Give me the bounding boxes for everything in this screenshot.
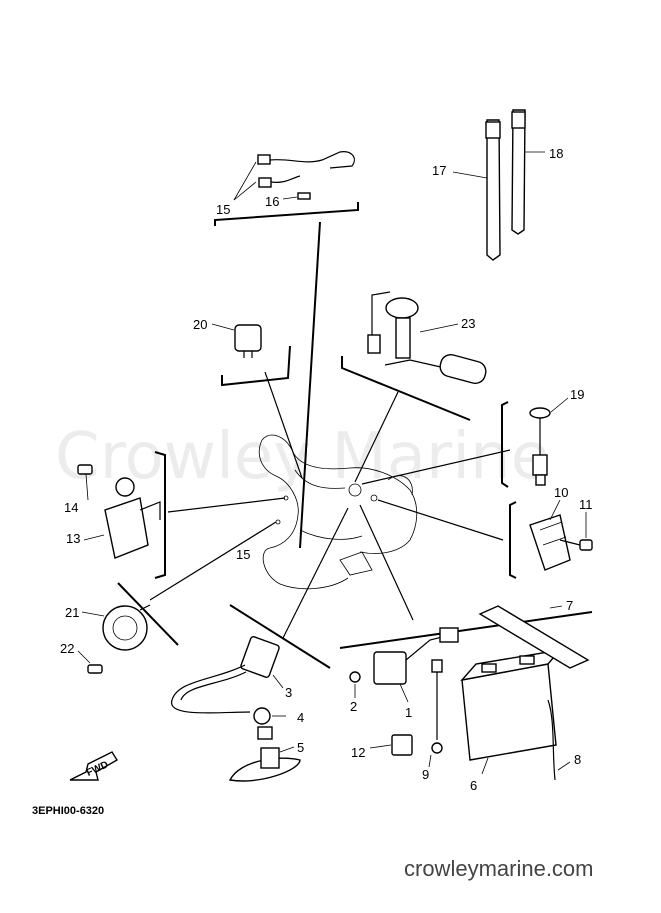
callout-8: 8 [574, 752, 581, 767]
callout-23: 23 [461, 316, 475, 331]
callout-2: 2 [350, 699, 357, 714]
callout-3: 3 [285, 685, 292, 700]
callout-5: 5 [297, 740, 304, 755]
website-text: crowleymarine.com [404, 856, 594, 881]
callout-13: 13 [66, 531, 80, 546]
callout-16: 16 [265, 194, 279, 209]
fwd-arrow-icon: FWD [69, 751, 118, 781]
rectifier-part [529, 499, 593, 571]
frame-sketch [258, 434, 418, 590]
cdi-unit-part [349, 627, 459, 768]
fuel-sender-part [367, 291, 487, 385]
horn-part [77, 604, 151, 674]
callout-18: 18 [549, 146, 563, 161]
battery-part [460, 605, 590, 781]
callout-6: 6 [470, 778, 477, 793]
callout-17: 17 [432, 163, 446, 178]
leader-lines [149, 221, 511, 639]
callout-20: 20 [193, 317, 207, 332]
callout-4: 4 [297, 710, 304, 725]
callout-labels: 15 16 17 18 20 23 19 14 13 10 11 15 21 2… [60, 146, 593, 793]
wire-harness-part [233, 151, 355, 201]
callout-15-top: 15 [216, 202, 230, 217]
callout-10: 10 [554, 485, 568, 500]
main-switch-part [77, 464, 161, 559]
callout-15-mid: 15 [236, 547, 250, 562]
callout-19: 19 [570, 387, 584, 402]
diagram-code: 3EPHI00-6320 [32, 805, 104, 817]
callout-12: 12 [351, 745, 365, 760]
callout-7: 7 [566, 598, 573, 613]
callout-21: 21 [65, 605, 79, 620]
ignition-coil-part [171, 636, 301, 782]
sender-part-19 [529, 397, 569, 486]
watermark-text: Crowley Marine [55, 420, 550, 494]
cable-ties [452, 109, 545, 261]
callout-1: 1 [405, 705, 412, 720]
relay-part [211, 323, 262, 358]
callout-14: 14 [64, 500, 78, 515]
callout-22: 22 [60, 641, 74, 656]
callout-9: 9 [422, 767, 429, 782]
bracket-frames [117, 202, 593, 669]
callout-11: 11 [579, 497, 593, 512]
